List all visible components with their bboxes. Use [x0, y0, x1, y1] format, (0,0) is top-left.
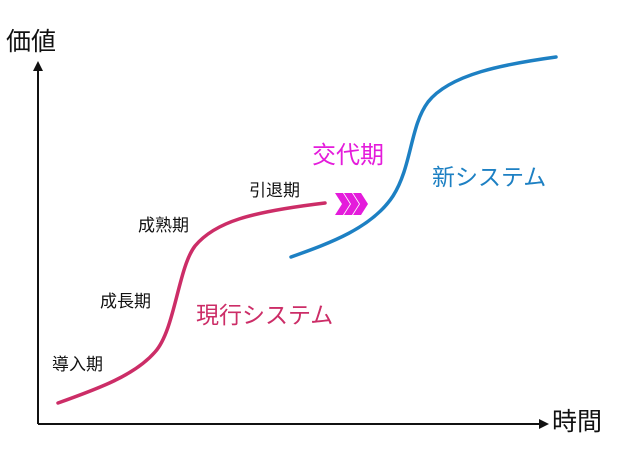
y-axis-label: 価値: [6, 27, 57, 56]
transition-label: 交代期: [312, 141, 384, 169]
phase-maturity-label: 成熟期: [138, 216, 189, 236]
current-system-curve: [56, 201, 327, 405]
triple-chevron-right-icon: [335, 193, 368, 215]
phase-growth-label: 成長期: [100, 292, 151, 312]
phase-retirement-label: 引退期: [249, 181, 300, 201]
current-system-label: 現行システム: [196, 303, 334, 329]
x-axis-label: 時間: [552, 407, 603, 436]
new-system-label: 新システム: [432, 165, 547, 191]
new-system-curve: [289, 55, 558, 259]
phase-introduction-label: 導入期: [52, 355, 103, 375]
